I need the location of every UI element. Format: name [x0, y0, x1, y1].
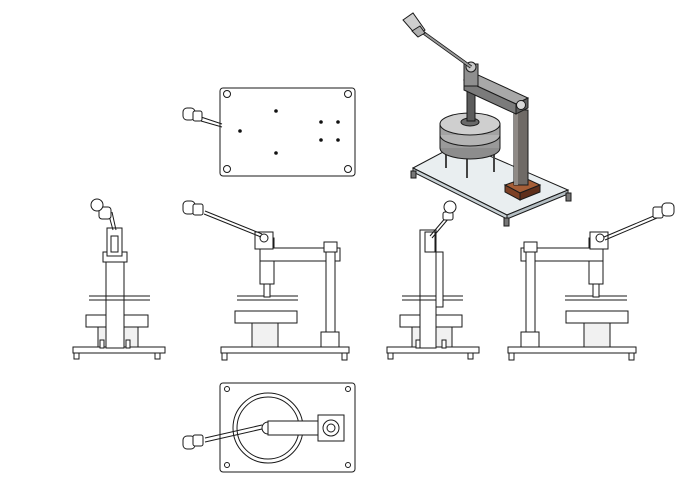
rear-view: [507, 202, 675, 361]
bottom-view: [182, 382, 356, 473]
isometric-view: [402, 12, 572, 227]
front-view: [182, 200, 350, 361]
top-view: [182, 87, 356, 177]
right-side-view: [386, 200, 480, 360]
left-side-view: [72, 198, 166, 360]
